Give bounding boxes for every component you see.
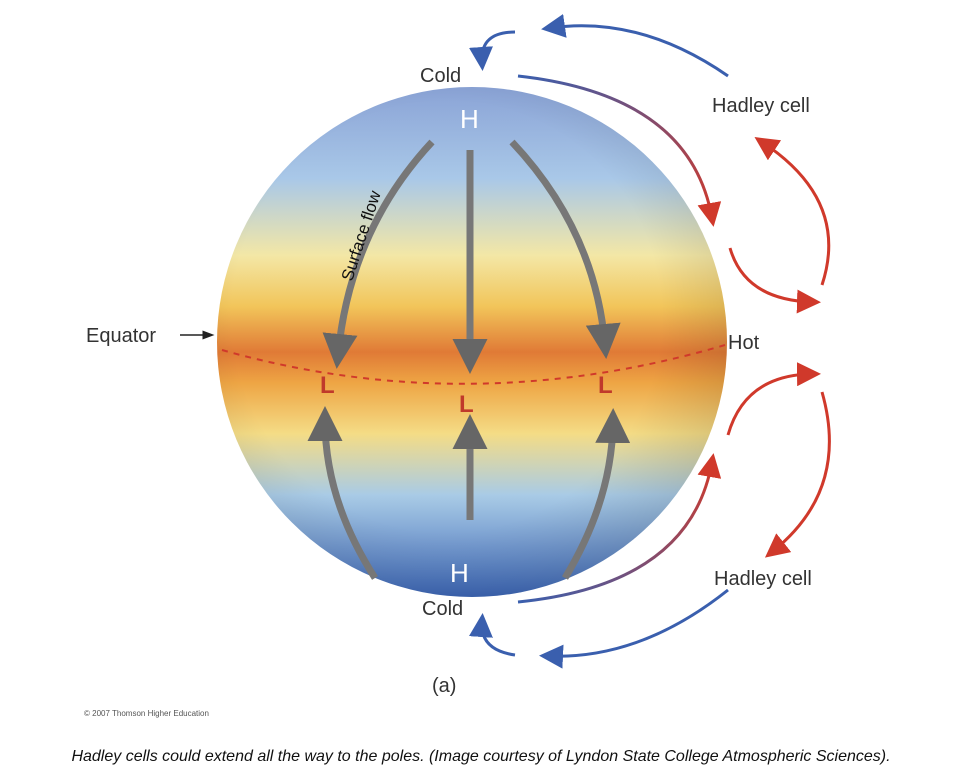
figure-caption: Hadley cells could extend all the way to…	[71, 748, 891, 765]
cold-bottom-label: Cold	[422, 598, 463, 620]
hadley-cell-arrows	[468, 13, 831, 669]
low-label-right: L	[598, 372, 613, 399]
hot-label: Hot	[728, 332, 760, 354]
panel-label: (a)	[432, 675, 456, 697]
surface-flow-arrows	[307, 139, 631, 580]
low-label-left: L	[320, 372, 335, 399]
high-bottom-label: H	[450, 558, 469, 588]
copyright-text: © 2007 Thomson Higher Education	[84, 709, 209, 718]
equator-label: Equator	[86, 325, 156, 347]
equator-line	[221, 344, 726, 385]
hadley-cell-top-label: Hadley cell	[712, 95, 810, 117]
high-top-label: H	[460, 104, 479, 134]
low-label-center: L	[459, 391, 474, 418]
cold-top-label: Cold	[420, 65, 461, 87]
hadley-cell-bottom-label: Hadley cell	[714, 568, 812, 590]
